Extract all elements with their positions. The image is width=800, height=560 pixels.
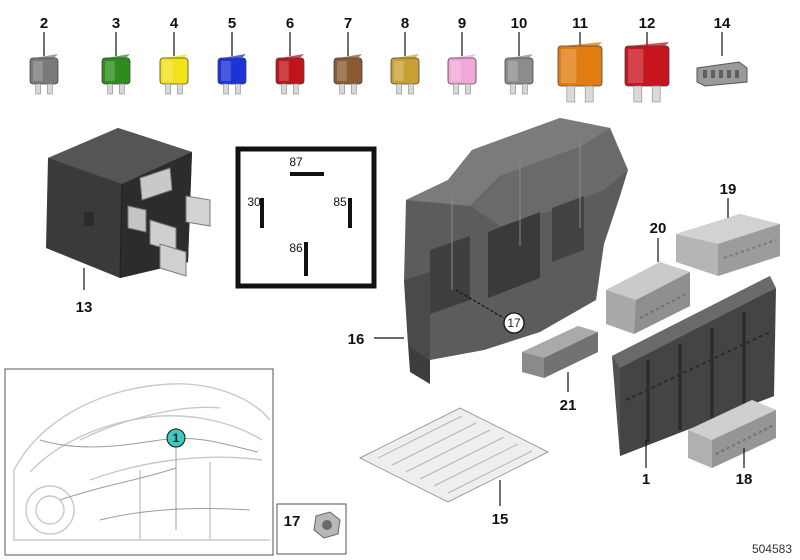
fuse-3-body: [101, 54, 131, 95]
holder-21-label: 21: [560, 397, 577, 414]
fuse-4-body: [159, 54, 189, 95]
pin-86-label: 86: [289, 241, 303, 255]
connector-20-label: 20: [650, 220, 667, 237]
fuse-6-body: [275, 54, 305, 95]
pin-87-label: 87: [289, 155, 303, 169]
fuse-8-label: 8: [401, 15, 409, 32]
fuse-5: 5: [217, 15, 247, 95]
location-inset: 1: [4, 368, 274, 556]
connector-19-label: 19: [720, 181, 737, 198]
fuse-6-label: 6: [286, 15, 294, 32]
fuse-12: 12: [624, 15, 670, 103]
fuse-carrier: [404, 118, 628, 384]
wiring-harness: [39, 437, 259, 530]
fuse-14: 14: [696, 15, 748, 87]
fuse-7-body: [333, 54, 363, 95]
fuse-2-body: [29, 54, 59, 95]
fuse-11-body: [557, 42, 603, 103]
fuse-4-label: 4: [170, 15, 179, 32]
fuse-8-body: [390, 54, 420, 95]
fuse-10-body: [504, 54, 534, 95]
location-inset-frame: [4, 368, 274, 556]
fuse-5-body: [217, 54, 247, 95]
holder-21: [522, 326, 598, 378]
location-marker-label: 1: [173, 431, 180, 445]
location-marker: [166, 428, 186, 448]
fuse-11-label: 11: [572, 15, 588, 32]
fuse-2-label: 2: [40, 15, 48, 32]
fuse-6: 6: [275, 15, 305, 95]
connector-18-label: 18: [736, 471, 753, 488]
carrier-ref-circle: [503, 312, 525, 334]
fuse-14-body: [696, 61, 748, 87]
fuse-11: 11: [557, 15, 603, 103]
fuse-10: 10: [504, 15, 534, 95]
relay: [46, 128, 211, 279]
fuse-7: 7: [333, 15, 363, 95]
fuse-12-label: 12: [639, 15, 656, 32]
fuse-3: 3: [101, 15, 131, 95]
fuse-7-label: 7: [344, 15, 352, 32]
fuse-5-label: 5: [228, 15, 236, 32]
fuse-10-label: 10: [511, 15, 528, 32]
relay-label: 13: [76, 299, 93, 316]
connector-19: [676, 214, 780, 276]
fuse-14-label: 14: [714, 15, 731, 32]
fuse-box-label: 1: [642, 471, 650, 488]
connector-18: [688, 400, 776, 468]
vehicle-outline: [13, 383, 271, 541]
fuse-8: 8: [390, 15, 420, 95]
pin-30-label: 30: [247, 195, 261, 209]
fuse-4: 4: [159, 15, 189, 95]
label-sheet-label: 15: [492, 511, 509, 528]
relay-pin-frame: [235, 146, 377, 289]
fuse-2: 2: [29, 15, 59, 95]
label-sheet: [358, 407, 550, 503]
fuse-row: 2 3 4 5 6 7 8 9 10 11 12 14: [29, 15, 748, 103]
carrier-ref-leader: [455, 289, 505, 319]
nut-label: 17: [284, 513, 301, 530]
nut-inset: 17: [276, 503, 347, 555]
fuse-9-label: 9: [458, 15, 466, 32]
connector-20: [606, 262, 690, 334]
relay-pin-diagram: 87 30 85 86: [235, 146, 377, 289]
pin-85-label: 85: [333, 195, 347, 209]
carrier-label: 16: [348, 331, 365, 348]
fuse-9-body: [447, 54, 477, 95]
carrier-ref-label: 17: [507, 316, 521, 330]
diagram-ref-number: 504583: [752, 542, 792, 556]
fuse-12-body: [624, 42, 670, 103]
fuse-3-label: 3: [112, 15, 120, 32]
fuse-9: 9: [447, 15, 477, 95]
